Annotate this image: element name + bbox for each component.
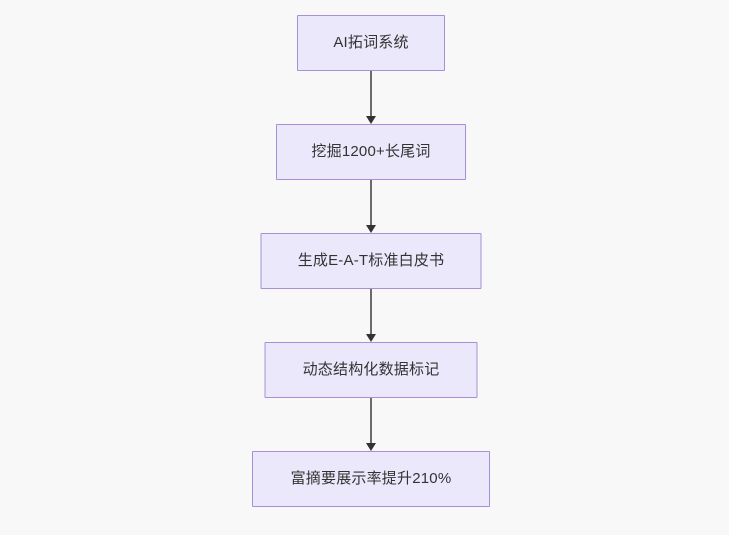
flow-node-label: AI拓词系统 (333, 34, 409, 51)
flow-node-label: 动态结构化数据标记 (302, 361, 440, 378)
flow-edge-n1-to-n2 (364, 71, 378, 124)
flow-edge-line (370, 289, 372, 335)
flow-edge-line (370, 71, 372, 117)
flow-node-n5[interactable]: 富摘要展示率提升210% (252, 451, 490, 507)
flow-node-n3[interactable]: 生成E-A-T标准白皮书 (260, 233, 482, 289)
flow-edge-n3-to-n4 (364, 289, 378, 342)
flow-edge-n2-to-n3 (364, 180, 378, 233)
flow-node-n2[interactable]: 挖掘1200+长尾词 (276, 124, 466, 180)
flow-edge-line (370, 398, 372, 444)
flow-node-label: 富摘要展示率提升210% (290, 470, 452, 487)
flow-edge-line (370, 180, 372, 226)
flow-node-label: 生成E-A-T标准白皮书 (297, 252, 445, 269)
arrow-down-icon (366, 225, 376, 233)
flow-edge-n4-to-n5 (364, 398, 378, 451)
flow-node-label: 挖掘1200+长尾词 (311, 143, 431, 160)
flow-node-n1[interactable]: AI拓词系统 (297, 15, 445, 71)
flow-node-n4[interactable]: 动态结构化数据标记 (264, 342, 478, 398)
arrow-down-icon (366, 443, 376, 451)
arrow-down-icon (366, 334, 376, 342)
arrow-down-icon (366, 116, 376, 124)
